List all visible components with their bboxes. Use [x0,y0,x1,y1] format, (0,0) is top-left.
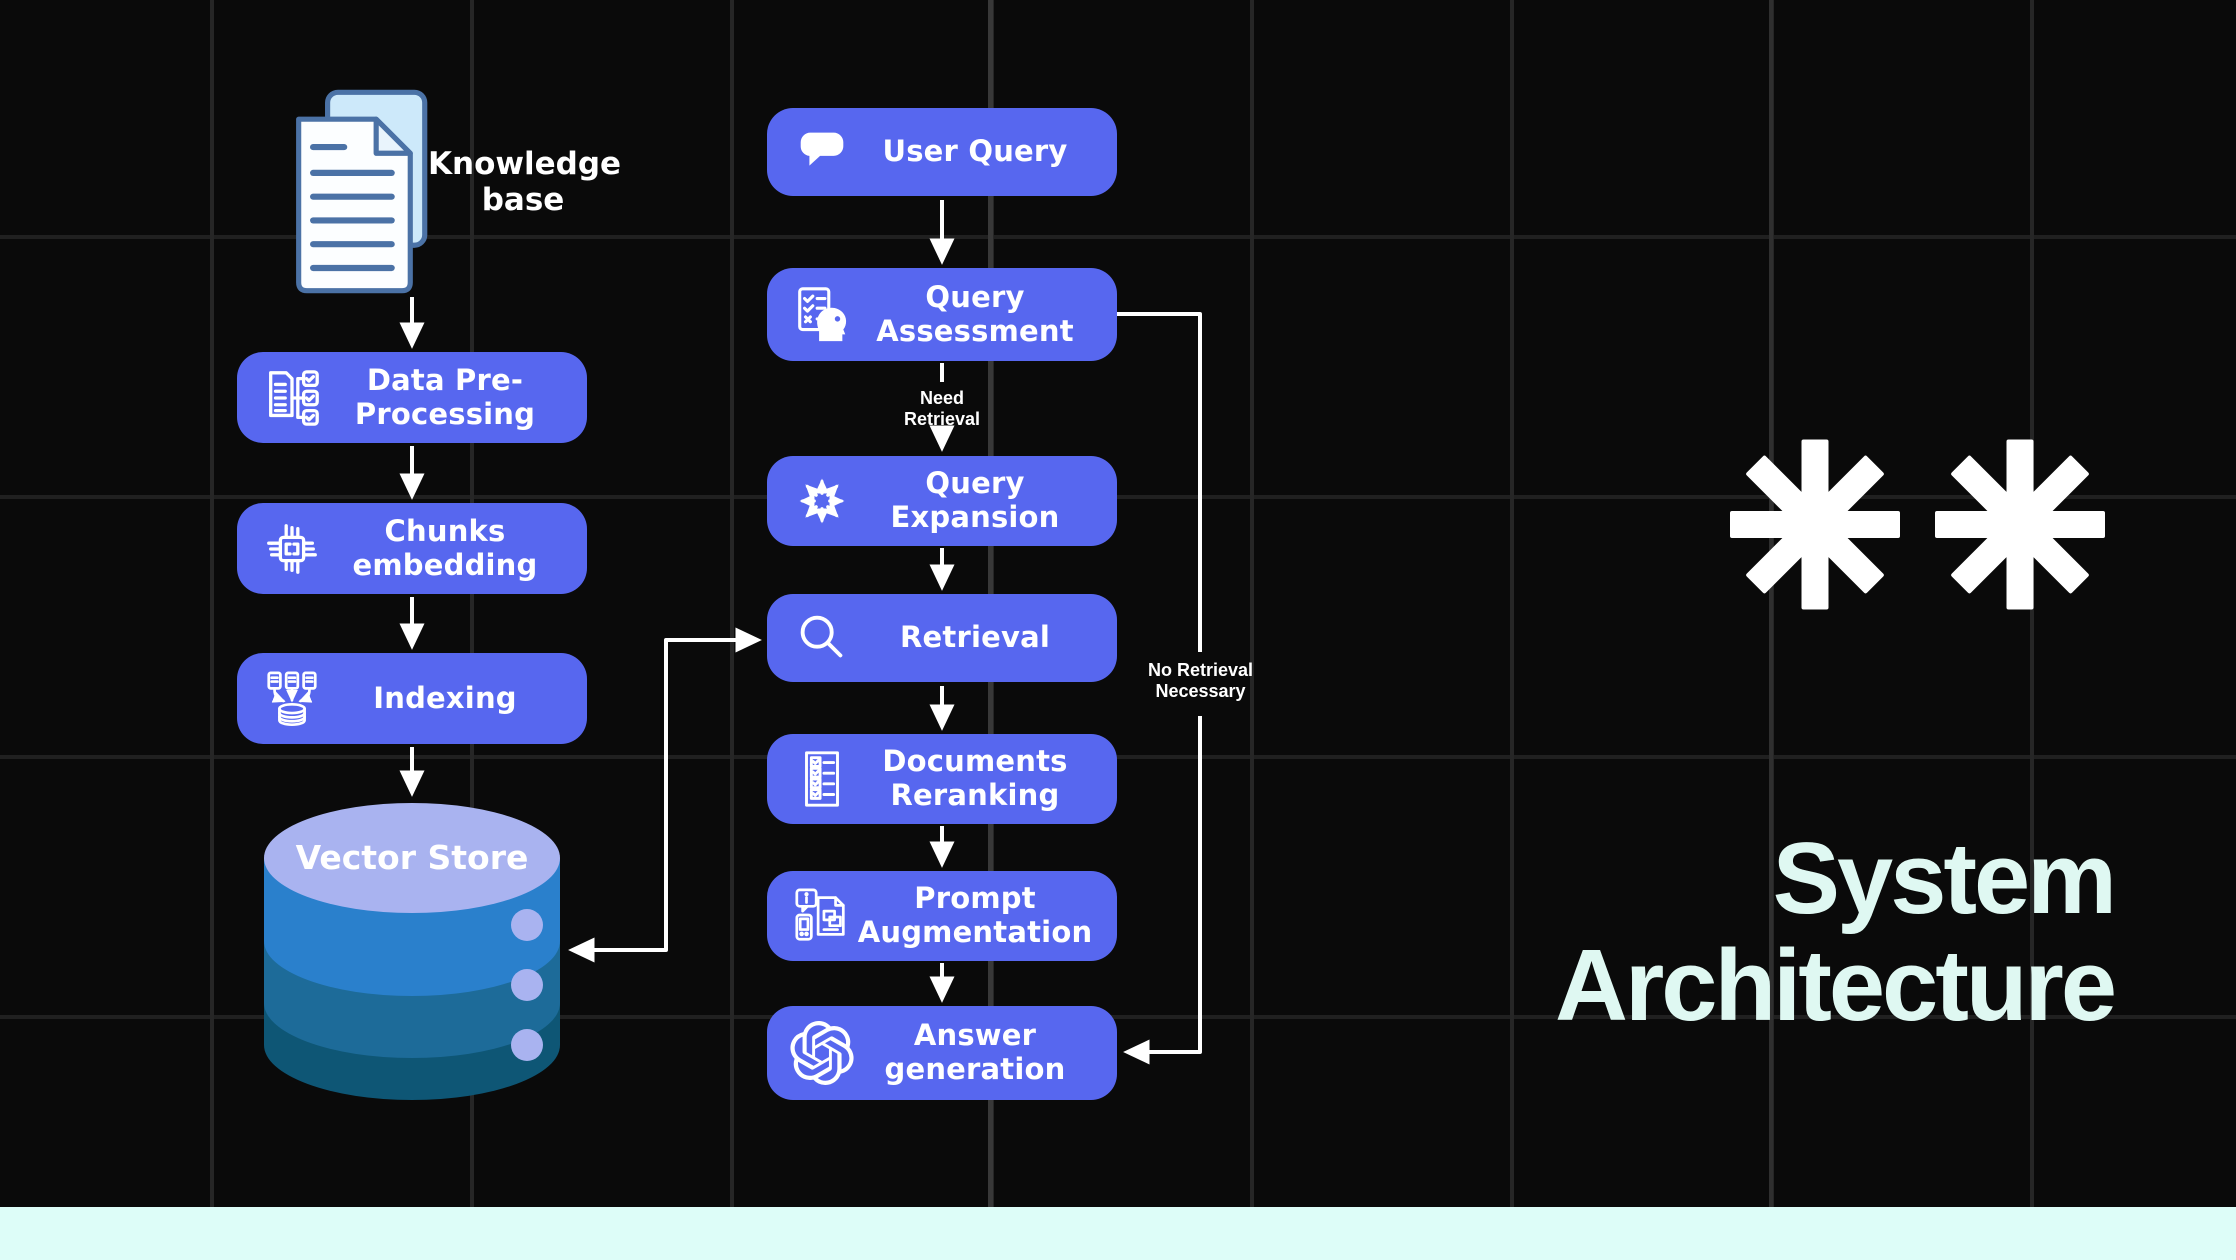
node-query-assessment: Query Assessment [767,268,1117,361]
node-label: Chunks embedding [352,513,538,582]
prompt-augmentation-icon [789,885,855,947]
bottom-accent-bar [0,1207,2236,1260]
arrow-no-retrieval-lower [1123,716,1202,1065]
node-label: Indexing [373,680,517,715]
documents-to-database-icon [259,668,325,730]
line-no-retrieval-upper [1117,312,1202,652]
head-checklist-icon [789,284,855,346]
asterisk-icon [1730,439,1900,610]
node-indexing: Indexing [237,653,587,744]
arrow-vectorstore-retrieval [568,627,762,963]
node-query-expansion: Query Expansion [767,456,1117,546]
node-documents-reranking: Documents Reranking [767,734,1117,824]
node-answer-generation: Answer generation [767,1006,1117,1100]
speech-bubble-icon [789,121,855,183]
chip-icon [259,518,325,580]
node-user-query: User Query [767,108,1117,196]
knowledge-base-label: Knowledge base [428,146,622,218]
checklist-page-icon [789,748,855,810]
node-prompt-augmentation: Prompt Augmentation [767,871,1117,961]
node-chunks-embedding: Chunks embedding [237,503,587,594]
node-retrieval: Retrieval [767,594,1117,682]
magnifier-icon [789,607,855,669]
expand-arrows-icon [789,470,855,532]
node-label: Retrieval [900,620,1050,655]
node-label: Prompt Augmentation [857,881,1093,949]
need-retrieval-label: Need Retrieval [903,388,981,429]
openai-icon [789,1021,855,1085]
document-checklist-icon [259,367,325,429]
node-label: Query Expansion [890,466,1060,534]
database-cylinder [264,803,560,1100]
grid-line-accent [1769,0,1773,1260]
page-title: System Architecture [1555,823,2117,1042]
node-label: Data Pre-Processing [354,362,536,431]
asterisk-icon [1935,439,2105,610]
node-label: Query Assessment [876,279,1074,348]
vector-store-label: Vector Store [295,838,529,877]
no-retrieval-label: No Retrieval Necessary [1147,660,1254,701]
node-data-pre-processing: Data Pre-Processing [237,352,587,443]
node-label: Answer generation [884,1018,1066,1086]
node-label: Documents Reranking [882,744,1068,812]
node-label: User Query [882,134,1068,169]
documents-icon [296,89,428,294]
